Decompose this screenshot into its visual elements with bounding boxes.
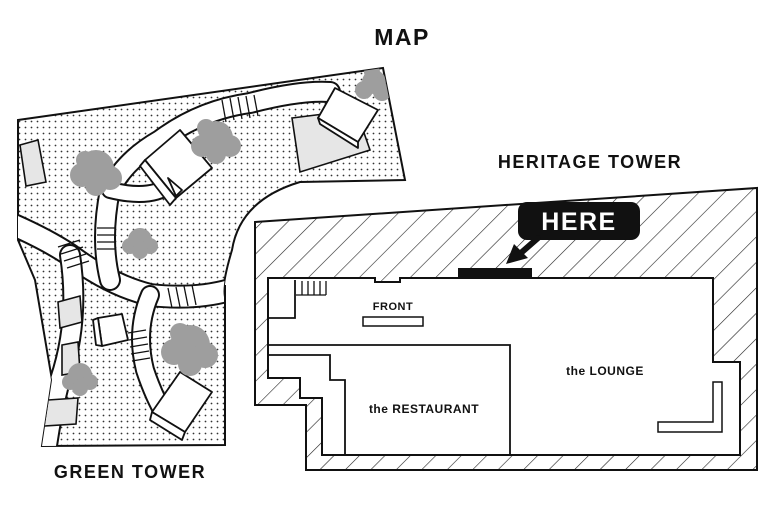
here-label: HERE: [541, 208, 616, 236]
tree-icon: [62, 363, 98, 396]
tree-icon: [122, 228, 158, 259]
green-tower-grounds: [17, 66, 407, 448]
map-title: MAP: [374, 24, 430, 50]
interior-walls: [268, 280, 511, 455]
heritage-tower-label: HERITAGE TOWER: [498, 152, 682, 172]
you-are-here-marker: [458, 268, 532, 277]
tree-icons: [62, 68, 391, 396]
tree-icon: [191, 119, 241, 164]
here-callout: HERE: [506, 202, 640, 264]
pavilions: [19, 109, 372, 427]
lounge-counter: [657, 381, 723, 433]
here-badge: [518, 202, 640, 240]
heritage-tower-building: [254, 186, 758, 471]
stairs-icon: [296, 281, 327, 296]
tree-icon: [355, 68, 391, 101]
restaurant-label: the RESTAURANT: [369, 402, 479, 416]
lounge-label: the LOUNGE: [566, 364, 644, 378]
front-desk: [362, 316, 424, 327]
tree-icon: [161, 323, 218, 376]
tree-icon: [70, 150, 122, 196]
cottages: [92, 87, 379, 441]
green-tower-label: GREEN TOWER: [54, 462, 206, 482]
front-label: FRONT: [373, 301, 413, 313]
arrow-icon: [506, 244, 528, 264]
stairs-icon: [57, 94, 259, 362]
